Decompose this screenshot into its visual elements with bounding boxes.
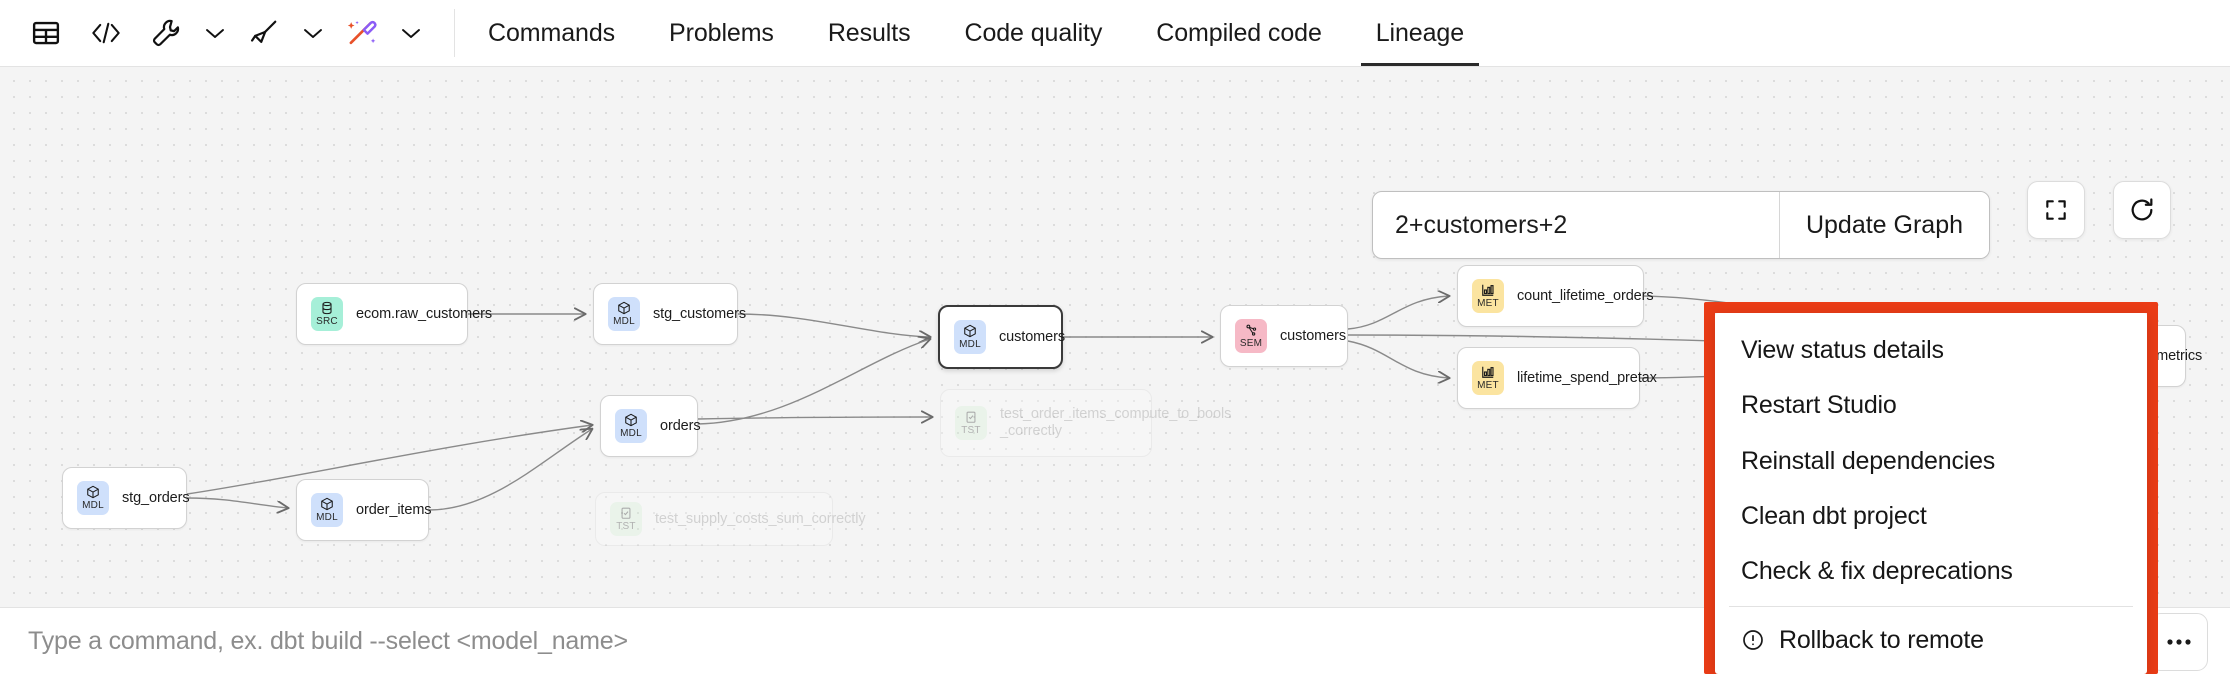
toolbar-divider: [454, 9, 455, 57]
warning-icon: [1741, 628, 1765, 652]
met-badge-icon: MET: [1472, 279, 1504, 313]
update-graph-button[interactable]: Update Graph: [1778, 192, 1989, 258]
lineage-search-input[interactable]: [1373, 192, 1779, 258]
menu-item-view-status-details[interactable]: View status details: [1741, 336, 1944, 365]
mdl-badge-icon: MDL: [77, 481, 109, 515]
panel-tabs: Commands Problems Results Code quality C…: [461, 0, 1491, 66]
node-label: count_lifetime_orders: [1517, 287, 1654, 304]
broom-icon[interactable]: [236, 5, 292, 61]
command-input[interactable]: [0, 626, 1955, 656]
sem-badge-icon: SEM: [1235, 319, 1267, 353]
badge-label: SEM: [1239, 338, 1263, 349]
node-count-lifetime-orders[interactable]: MET count_lifetime_orders: [1457, 265, 1654, 327]
met-badge-icon: MET: [1472, 361, 1504, 395]
mdl-badge-icon: MDL: [608, 297, 640, 331]
tst-badge-icon: TST: [955, 406, 987, 440]
wrench-icon[interactable]: [138, 5, 194, 61]
node-label: stg_customers: [653, 305, 746, 322]
menu-separator: [1729, 605, 2133, 607]
badge-label: TST: [616, 521, 636, 532]
menu-item-restart-studio[interactable]: Restart Studio: [1741, 391, 1897, 420]
badge-label: TST: [961, 425, 981, 436]
tab-code-quality[interactable]: Code quality: [964, 18, 1103, 47]
menu-item-rollback-to-remote[interactable]: Rollback to remote: [1715, 613, 2147, 668]
badge-label: MDL: [959, 339, 981, 350]
magic-wand-icon[interactable]: [334, 5, 390, 61]
mdl-badge-icon: MDL: [954, 320, 986, 354]
chevron-down-icon-format[interactable]: [296, 8, 330, 58]
node-label: test_order_items_compute_to_bools _corre…: [1000, 406, 1232, 439]
top-toolbar: Commands Problems Results Code quality C…: [0, 0, 2230, 67]
tab-results[interactable]: Results: [827, 18, 911, 47]
tst-badge-icon: TST: [610, 502, 642, 536]
badge-label: MET: [1477, 380, 1499, 391]
menu-item-label: Rollback to remote: [1779, 625, 1984, 654]
chevron-down-icon-ai[interactable]: [394, 8, 428, 58]
mdl-badge-icon: MDL: [615, 409, 647, 443]
node-label: customers: [1280, 327, 1346, 344]
tab-problems[interactable]: Problems: [669, 18, 774, 47]
tab-commands[interactable]: Commands: [488, 18, 616, 47]
badge-label: SRC: [316, 316, 338, 327]
node-customers-model[interactable]: MDL customers: [938, 305, 1065, 369]
tab-lineage[interactable]: Lineage: [1349, 0, 1491, 66]
node-label: stg_orders: [122, 489, 190, 506]
badge-label: MDL: [82, 500, 104, 511]
node-ecom-raw-customers[interactable]: SRC ecom.raw_customers: [296, 283, 492, 345]
node-orders[interactable]: MDL orders: [600, 395, 701, 457]
lineage-search-bar: Update Graph: [1372, 191, 1990, 259]
studio-actions-menu: View status details Restart Studio Reins…: [1715, 313, 2147, 674]
node-label: lifetime_spend_pretax: [1517, 369, 1657, 386]
node-test-supply-costs[interactable]: TST test_supply_costs_sum_correctly: [595, 492, 866, 546]
tab-compiled-code[interactable]: Compiled code: [1156, 18, 1322, 47]
src-badge-icon: SRC: [311, 297, 343, 331]
node-test-order-items[interactable]: TST test_order_items_compute_to_bools _c…: [940, 389, 1231, 457]
mdl-badge-icon: MDL: [311, 493, 343, 527]
badge-label: MET: [1477, 298, 1499, 309]
editor-tool-group: [0, 0, 461, 66]
badge-label: MDL: [613, 316, 635, 327]
menu-item-reinstall-dependencies[interactable]: Reinstall dependencies: [1741, 446, 1996, 475]
table-view-icon[interactable]: [18, 5, 74, 61]
ellipsis-icon[interactable]: [2150, 613, 2208, 671]
menu-item-clean-dbt-project[interactable]: Clean dbt project: [1741, 502, 1927, 531]
node-label: orders: [660, 417, 701, 434]
node-stg-orders[interactable]: MDL stg_orders: [62, 467, 190, 529]
node-label: ecom.raw_customers: [356, 305, 492, 322]
node-stg-customers[interactable]: MDL stg_customers: [593, 283, 746, 345]
badge-label: MDL: [620, 428, 642, 439]
code-view-icon[interactable]: [78, 5, 134, 61]
node-label: order_items: [356, 501, 432, 518]
node-customers-semantic[interactable]: SEM customers: [1220, 305, 1348, 367]
node-label: test_supply_costs_sum_correctly: [655, 510, 866, 527]
badge-label: MDL: [316, 512, 338, 523]
menu-item-check-fix-deprecations[interactable]: Check & fix deprecations: [1741, 557, 2013, 586]
node-label: customers: [999, 328, 1065, 345]
fit-to-screen-icon[interactable]: [2027, 181, 2085, 239]
chevron-down-icon-tools[interactable]: [198, 8, 232, 58]
node-lifetime-spend-pretax[interactable]: MET lifetime_spend_pretax: [1457, 347, 1657, 409]
node-order-items[interactable]: MDL order_items: [296, 479, 432, 541]
refresh-icon[interactable]: [2113, 181, 2171, 239]
